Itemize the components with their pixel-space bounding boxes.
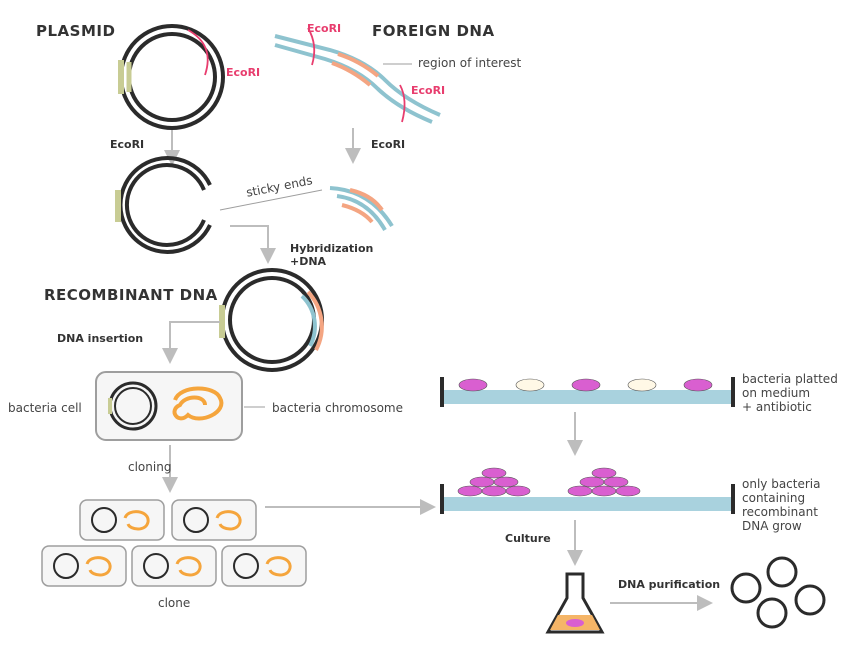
arrow-hybridization <box>230 225 276 264</box>
antibiotic-plate <box>440 377 735 407</box>
label-plus-dna: +DNA <box>290 255 327 268</box>
label-dna-purification: DNA purification <box>618 578 721 591</box>
label-grow-2: containing <box>742 491 806 505</box>
label-plated-2: on medium <box>742 386 811 400</box>
cut-foreign-fragment <box>219 186 394 232</box>
label-grow-1: only bacteria <box>742 477 821 491</box>
label-bacteria-chromosome: bacteria chromosome <box>272 401 404 415</box>
purified-plasmids <box>730 556 826 629</box>
label-ecori-3: EcoRI <box>411 84 446 97</box>
arrow-dna-insertion <box>162 321 220 364</box>
label-cloning: cloning <box>128 460 172 474</box>
recombinant-plasmid <box>219 268 324 372</box>
foreign-dna-strands <box>274 27 441 124</box>
label-ecori-1: EcoRI <box>307 22 342 35</box>
label-grow-4: DNA grow <box>742 519 802 533</box>
heading-recombinant-dna: RECOMBINANT DNA <box>44 286 218 304</box>
grown-colonies-plate <box>440 467 735 514</box>
culture-flask <box>545 572 605 634</box>
label-dna-insertion: DNA insertion <box>57 332 144 345</box>
bacteria-cell <box>95 371 265 441</box>
label-region-of-interest: region of interest <box>418 56 522 70</box>
label-ecori-2: EcoRI <box>226 66 261 79</box>
label-ecori-step-plasmid: EcoRI <box>110 138 145 151</box>
label-plated-1: bacteria platted <box>742 372 838 386</box>
heading-plasmid: PLASMID <box>36 22 116 40</box>
label-bacteria-cell: bacteria cell <box>8 401 82 415</box>
label-plated-3: + antibiotic <box>742 400 812 414</box>
label-ecori-step-foreign: EcoRI <box>371 138 406 151</box>
label-clone: clone <box>158 596 191 610</box>
label-grow-3: recombinant <box>742 505 818 519</box>
clone-cells <box>41 499 307 587</box>
plasmid-circle <box>118 24 225 130</box>
heading-foreign-dna: FOREIGN DNA <box>372 22 495 40</box>
label-culture: Culture <box>505 532 551 545</box>
label-hybridization: Hybridization <box>290 242 374 255</box>
cut-plasmid <box>115 156 212 254</box>
